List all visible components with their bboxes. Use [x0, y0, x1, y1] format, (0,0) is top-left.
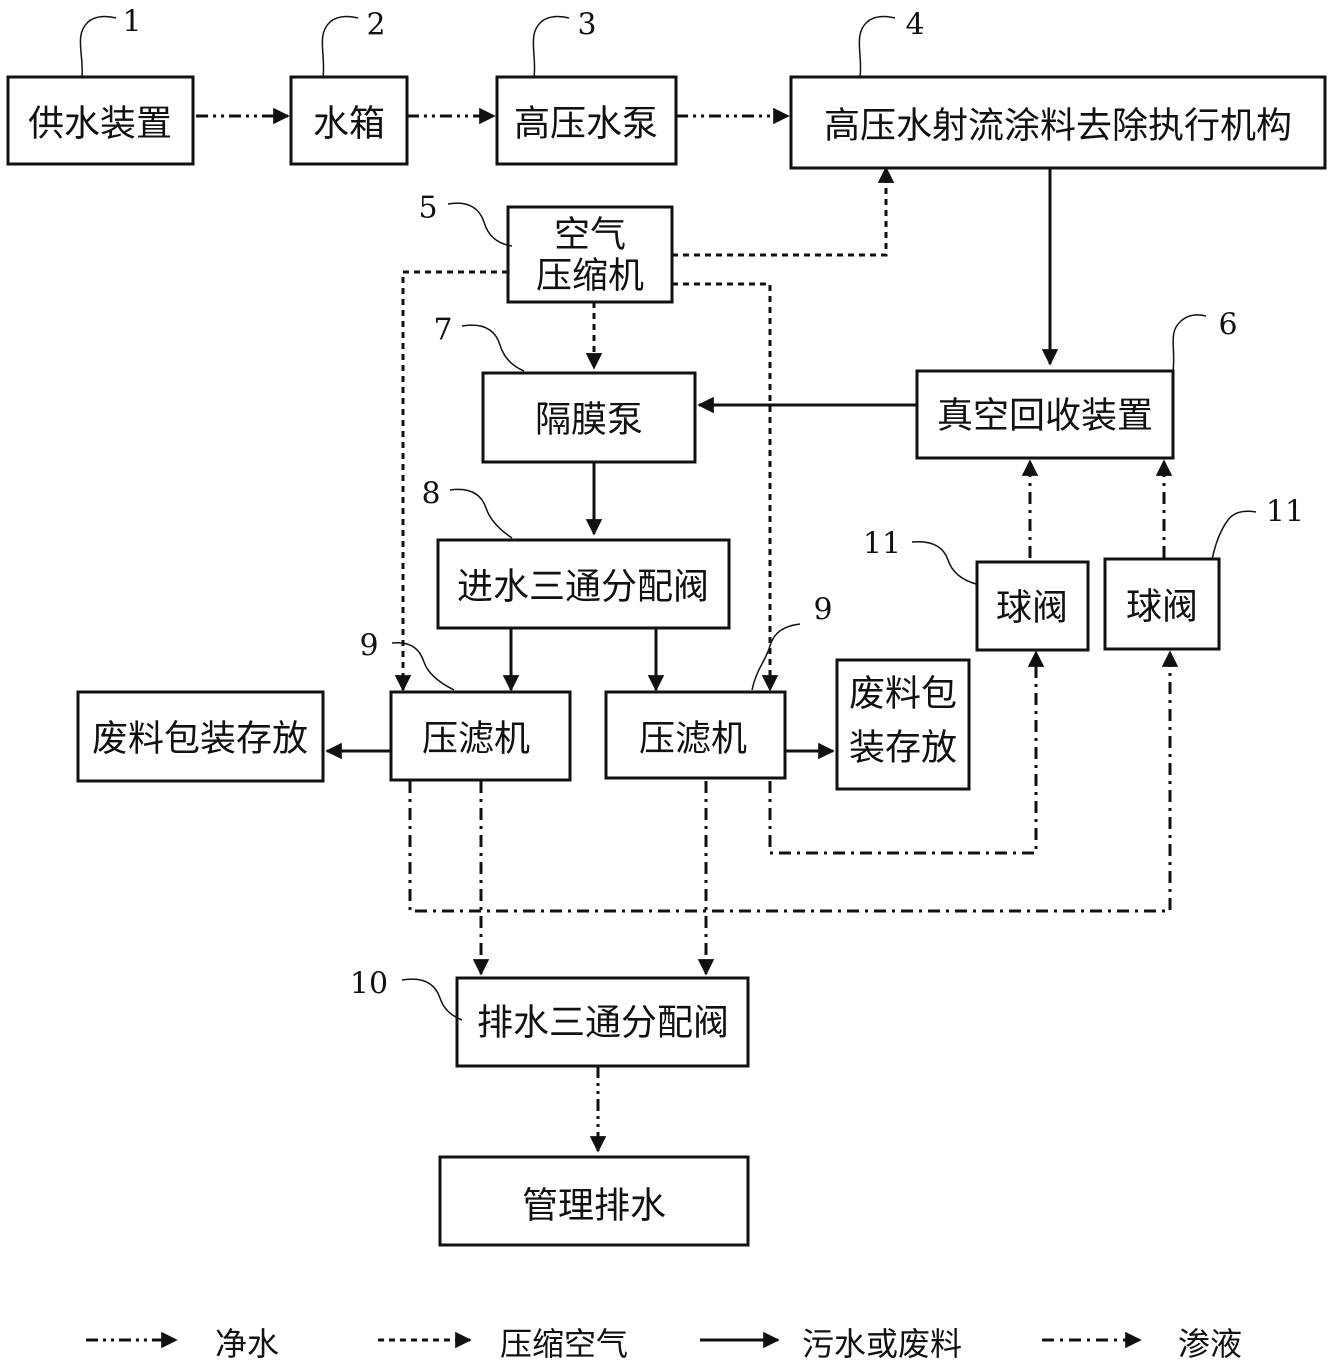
ref-label: 2: [366, 8, 385, 43]
legend-item-compressed-air: 压缩空气: [378, 1325, 628, 1363]
ref-label: 7: [433, 313, 452, 348]
node-label: 压滤机: [422, 719, 530, 760]
ref-number-4: 4: [858, 8, 925, 78]
ref-label: 10: [350, 967, 388, 1002]
node-air-compressor: 空气 压缩机: [506, 205, 674, 304]
node-ball-valve-left: 球阀: [975, 560, 1090, 652]
node-label: 球阀: [996, 588, 1068, 629]
node-label: 隔膜泵: [535, 400, 643, 441]
ref-number-6: 6: [1172, 308, 1238, 372]
legend-item-sewage-or-waste: 污水或废料: [700, 1325, 962, 1363]
ref-label: 6: [1218, 308, 1237, 343]
node-label: 管理排水: [522, 1186, 666, 1227]
ref-number-11-left: 11: [863, 527, 977, 585]
ref-label: 8: [421, 477, 440, 512]
node-jet-removal-actuator: 高压水射流涂料去除执行机构: [789, 75, 1327, 170]
node-inlet-three-way-valve: 进水三通分配阀: [436, 538, 731, 630]
ref-number-3: 3: [532, 8, 597, 78]
legend-label: 污水或废料: [802, 1325, 962, 1363]
node-label: 排水三通分配阀: [477, 1003, 729, 1044]
legend-label: 渗液: [1178, 1325, 1242, 1363]
ref-number-8: 8: [421, 477, 513, 539]
ref-number-1: 1: [79, 5, 142, 78]
node-managed-discharge: 管理排水: [438, 1155, 750, 1247]
node-vacuum-recovery: 真空回收装置: [915, 369, 1175, 460]
legend-label: 压缩空气: [500, 1325, 628, 1363]
ref-number-7: 7: [433, 313, 525, 372]
node-label: 水箱: [313, 104, 385, 145]
ref-label: 9: [359, 629, 378, 664]
node-label: 供水装置: [28, 104, 172, 145]
node-label: 真空回收装置: [937, 396, 1153, 437]
air-line-to-right-filter: [672, 282, 779, 692]
node-label-line2: 装存放: [849, 728, 957, 769]
ref-number-11-right: 11: [1211, 495, 1304, 561]
node-high-pressure-pump: 高压水泵: [495, 75, 678, 166]
legend-label: 净水: [215, 1325, 279, 1363]
ref-label: 1: [122, 5, 141, 40]
node-diaphragm-pump: 隔膜泵: [481, 371, 697, 464]
node-waste-storage-right: 废料包 装存放: [835, 658, 971, 791]
node-ball-valve-right: 球阀: [1103, 557, 1221, 651]
ref-number-5: 5: [418, 191, 513, 247]
leak-left-filter-to-ball-valve: [408, 650, 1179, 913]
ref-number-9-right: 9: [751, 593, 833, 691]
ref-number-9-left: 9: [359, 629, 455, 691]
legend-item-leakage: 渗液: [1042, 1325, 1242, 1363]
legend-item-clean-water: 净水: [86, 1325, 279, 1363]
ref-label: 9: [813, 593, 832, 628]
node-filter-press-left: 压滤机: [389, 690, 572, 782]
node-filter-press-right: 压滤机: [604, 690, 787, 780]
node-drain-three-way-valve: 排水三通分配阀: [455, 976, 750, 1068]
ref-label: 5: [418, 191, 437, 226]
ref-number-10: 10: [350, 967, 463, 1021]
node-label: 高压水泵: [514, 104, 658, 145]
air-line-to-left-filter: [394, 270, 508, 692]
ref-label: 11: [863, 527, 901, 562]
node-water-supply: 供水装置: [6, 75, 195, 166]
node-waste-storage-left: 废料包装存放: [76, 690, 325, 783]
node-label-line1: 废料包: [849, 674, 957, 715]
node-label: 废料包装存放: [92, 719, 308, 760]
node-label: 压滤机: [639, 719, 747, 760]
ref-label: 11: [1266, 495, 1304, 530]
node-label-line1: 空气: [554, 215, 626, 256]
legend: 净水 压缩空气 污水或废料 渗液: [86, 1325, 1242, 1363]
node-label-line2: 压缩机: [536, 256, 644, 297]
leak-right-filter-to-ball-valve: [768, 650, 1045, 855]
node-label: 球阀: [1126, 587, 1198, 628]
air-line-to-jet: [672, 166, 895, 257]
ref-number-2: 2: [321, 8, 386, 78]
ref-label: 4: [905, 8, 924, 43]
ref-label: 3: [577, 8, 596, 43]
node-label: 进水三通分配阀: [457, 567, 709, 608]
node-label: 高压水射流涂料去除执行机构: [824, 106, 1292, 147]
node-water-tank: 水箱: [289, 75, 409, 166]
